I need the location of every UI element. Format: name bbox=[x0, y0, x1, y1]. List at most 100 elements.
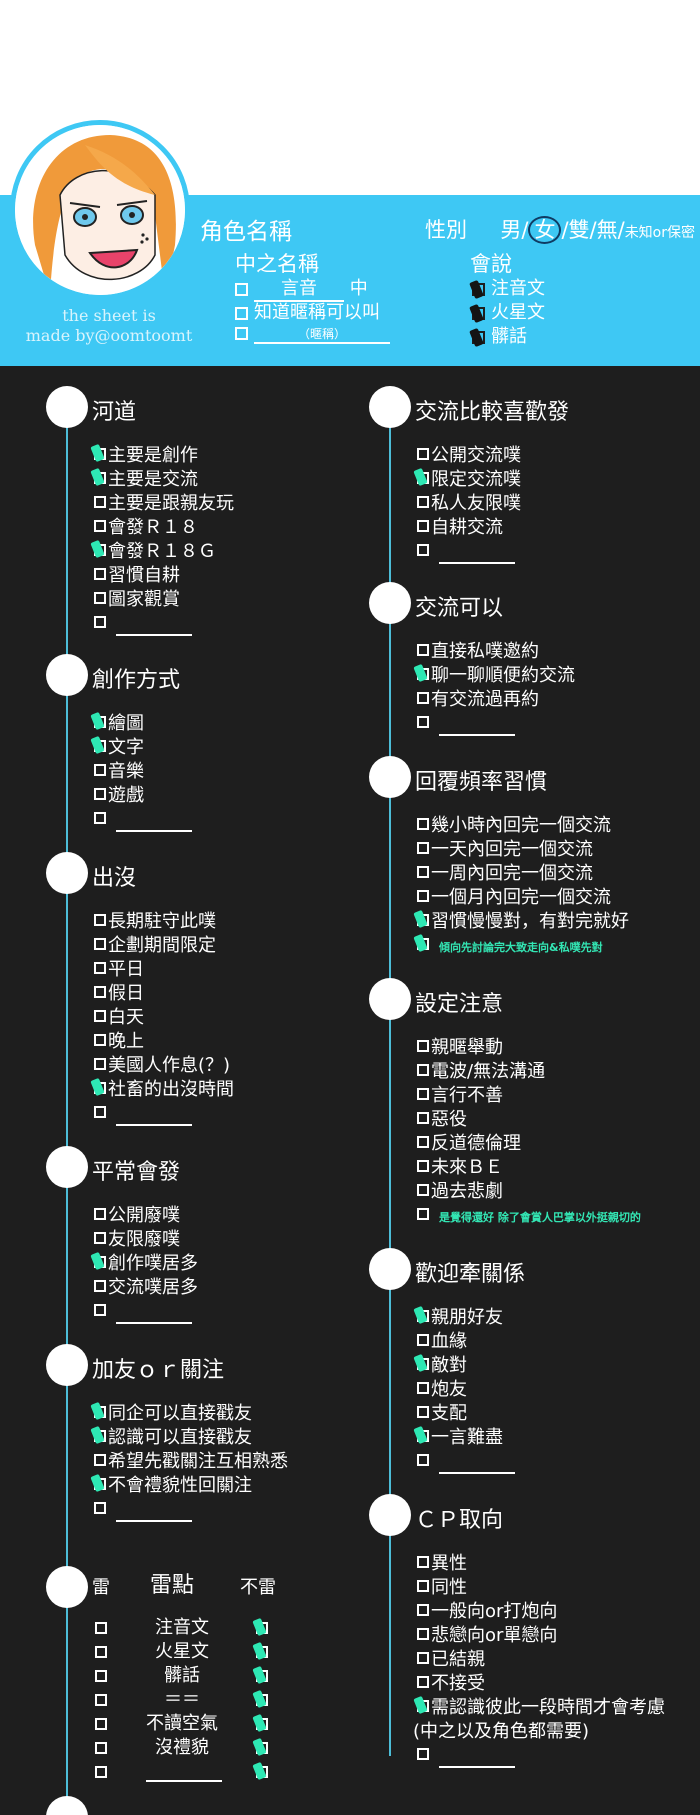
custom-option[interactable] bbox=[417, 540, 515, 564]
checklist-item[interactable]: 異性 bbox=[417, 1552, 467, 1576]
checkbox[interactable] bbox=[417, 472, 429, 484]
checklist-item[interactable]: 不會禮貌性回關注 bbox=[94, 1474, 252, 1498]
checkbox[interactable] bbox=[417, 1160, 429, 1172]
checkbox[interactable] bbox=[417, 1358, 429, 1370]
checkbox[interactable] bbox=[94, 1256, 106, 1268]
custom-option-blank[interactable] bbox=[439, 716, 515, 736]
checklist-item[interactable]: 直接私噗邀約 bbox=[417, 640, 539, 664]
checklist-item[interactable]: 友限廢噗 bbox=[94, 1228, 180, 1252]
checklist-item[interactable]: 美國人作息(？) bbox=[94, 1054, 230, 1078]
checkbox[interactable] bbox=[94, 716, 106, 728]
checklist-item[interactable]: 公開廢噗 bbox=[94, 1204, 180, 1228]
checkbox[interactable] bbox=[417, 520, 429, 532]
checkbox[interactable] bbox=[94, 472, 106, 484]
mine-checkbox[interactable] bbox=[95, 1718, 107, 1730]
checkbox[interactable] bbox=[417, 1040, 429, 1052]
checkbox[interactable] bbox=[94, 448, 106, 460]
custom-option-blank[interactable] bbox=[116, 812, 192, 832]
not-mine-checkbox[interactable] bbox=[256, 1694, 268, 1706]
checklist-item-note[interactable]: 傾向先討論完大致走向&私噗先對 bbox=[417, 934, 603, 960]
gender-option-both[interactable]: 雙 bbox=[568, 218, 590, 242]
checkbox[interactable] bbox=[417, 1676, 429, 1688]
custom-option-blank[interactable] bbox=[116, 1304, 192, 1324]
checkbox[interactable] bbox=[94, 1058, 106, 1070]
checkbox[interactable] bbox=[94, 496, 106, 508]
custom-option-blank[interactable] bbox=[146, 1780, 222, 1782]
checklist-item[interactable]: 晚上 bbox=[94, 1030, 144, 1054]
checklist-item[interactable]: 惡役 bbox=[417, 1108, 467, 1132]
checkbox[interactable] bbox=[417, 1748, 429, 1760]
checkbox[interactable] bbox=[94, 544, 106, 556]
checklist-item[interactable]: 習慣慢慢對，有對完就好 bbox=[417, 910, 629, 934]
checklist-item[interactable]: 同企可以直接戳友 bbox=[94, 1402, 252, 1426]
checklist-item[interactable]: 已結親 bbox=[417, 1648, 485, 1672]
checklist-item[interactable]: 親朋好友 bbox=[417, 1306, 503, 1330]
gender-option-male[interactable]: 男 bbox=[500, 218, 522, 242]
checkbox[interactable] bbox=[417, 716, 429, 728]
checkbox[interactable] bbox=[417, 1382, 429, 1394]
mine-checkbox[interactable] bbox=[95, 1622, 107, 1634]
speaks-checkbox[interactable] bbox=[472, 282, 485, 296]
nakanohito-custom-checkbox[interactable] bbox=[235, 326, 248, 340]
checklist-item[interactable]: 需認識彼此一段時間才會考慮 bbox=[417, 1696, 665, 1720]
checklist-item[interactable]: 音樂 bbox=[94, 760, 144, 784]
checklist-item[interactable]: 有交流過再約 bbox=[417, 688, 539, 712]
checklist-item[interactable]: 一言難盡 bbox=[417, 1426, 503, 1450]
checklist-item[interactable]: 過去悲劇 bbox=[417, 1180, 503, 1204]
checklist-item[interactable]: 反道德倫理 bbox=[417, 1132, 521, 1156]
checkbox[interactable] bbox=[417, 1604, 429, 1616]
checklist-item[interactable]: 企劃期間限定 bbox=[94, 934, 216, 958]
checkbox[interactable] bbox=[417, 1430, 429, 1442]
speaks-checkbox[interactable] bbox=[472, 330, 485, 344]
checklist-item[interactable]: 言行不善 bbox=[417, 1084, 503, 1108]
checklist-item[interactable]: 一天內回完一個交流 bbox=[417, 838, 593, 862]
checklist-item[interactable]: 同性 bbox=[417, 1576, 467, 1600]
custom-option[interactable] bbox=[94, 1102, 192, 1126]
checklist-item[interactable]: 幾小時內回完一個交流 bbox=[417, 814, 611, 838]
nakanohito-custom-row[interactable]: （暱稱） bbox=[235, 322, 390, 344]
mine-checkbox[interactable] bbox=[95, 1670, 107, 1682]
checklist-item[interactable]: 未來ＢＥ bbox=[417, 1156, 503, 1180]
checkbox[interactable] bbox=[94, 1034, 106, 1046]
checklist-item[interactable]: 圖家觀賞 bbox=[94, 588, 180, 612]
checkbox[interactable] bbox=[417, 938, 429, 950]
checkbox[interactable] bbox=[94, 764, 106, 776]
checkbox[interactable] bbox=[417, 644, 429, 656]
checkbox[interactable] bbox=[417, 668, 429, 680]
checklist-item[interactable]: 炮友 bbox=[417, 1378, 467, 1402]
nakanohito-name-row[interactable]: 言音 中 bbox=[235, 274, 368, 302]
checklist-item[interactable]: 希望先戳關注互相熟悉 bbox=[94, 1450, 288, 1474]
checklist-item[interactable]: 繪圖 bbox=[94, 712, 144, 736]
checkbox[interactable] bbox=[94, 986, 106, 998]
checkbox[interactable] bbox=[417, 1310, 429, 1322]
checklist-item[interactable]: 認識可以直接戳友 bbox=[94, 1426, 252, 1450]
speaks-item-swear[interactable]: 髒話 bbox=[472, 322, 527, 348]
checklist-item[interactable]: 一周內回完一個交流 bbox=[417, 862, 593, 886]
checkbox[interactable] bbox=[94, 592, 106, 604]
custom-option[interactable] bbox=[94, 1498, 192, 1522]
checklist-item[interactable]: 遊戲 bbox=[94, 784, 144, 808]
checkbox[interactable] bbox=[417, 890, 429, 902]
checklist-item[interactable]: 私人友限噗 bbox=[417, 492, 521, 516]
checklist-item[interactable]: 會發Ｒ１８ bbox=[94, 516, 198, 540]
custom-option[interactable] bbox=[417, 712, 515, 736]
checklist-item[interactable]: 血緣 bbox=[417, 1330, 467, 1354]
checkbox[interactable] bbox=[94, 1232, 106, 1244]
custom-option[interactable] bbox=[94, 612, 192, 636]
gender-option-none[interactable]: 無 bbox=[596, 218, 618, 242]
not-mine-checkbox[interactable] bbox=[256, 1622, 268, 1634]
not-mine-checkbox[interactable] bbox=[256, 1742, 268, 1754]
checkbox[interactable] bbox=[94, 1478, 106, 1490]
checklist-item[interactable]: 敵對 bbox=[417, 1354, 467, 1378]
nakanohito-nickname-row[interactable]: 知道暱稱可以叫 bbox=[235, 298, 380, 324]
checklist-item[interactable]: 交流噗居多 bbox=[94, 1276, 198, 1300]
checkbox[interactable] bbox=[94, 1010, 106, 1022]
checkbox[interactable] bbox=[94, 788, 106, 800]
checklist-item[interactable]: 公開交流噗 bbox=[417, 444, 521, 468]
checklist-item[interactable]: 會發Ｒ１８Ｇ bbox=[94, 540, 216, 564]
checkbox[interactable] bbox=[94, 1208, 106, 1220]
checklist-item[interactable]: 主要是交流 bbox=[94, 468, 198, 492]
checklist-item-note[interactable]: 是覺得還好 除了會賞人巴掌以外挺親切的 bbox=[417, 1204, 641, 1230]
checklist-item[interactable]: 支配 bbox=[417, 1402, 467, 1426]
mine-checkbox[interactable] bbox=[95, 1694, 107, 1706]
